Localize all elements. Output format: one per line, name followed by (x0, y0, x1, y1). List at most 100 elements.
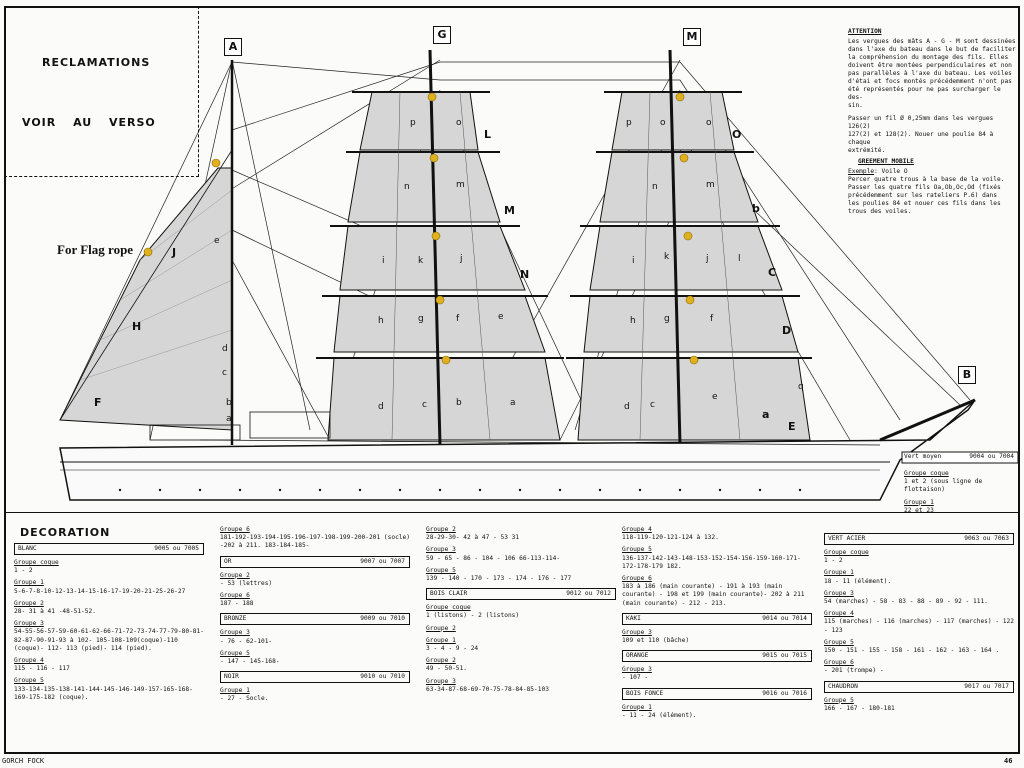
sail-letter: g (664, 314, 670, 324)
group-values: - 53 (lettres) (220, 579, 273, 587)
group-label: Groupe 3 (426, 546, 456, 554)
group-label: Groupe 3 (622, 666, 652, 674)
attention-line: extrémité. (848, 147, 886, 154)
attention-line: trous des voiles. (848, 208, 912, 215)
group-values: 18 - 11 (élément). (824, 577, 892, 585)
group-values: 28- 31 à 41 -48-51-52. (14, 608, 96, 616)
group-values: 115 - 116 - 117 (14, 665, 70, 673)
sail-letter: c (422, 400, 427, 410)
sail-letter: q (798, 382, 804, 392)
group-values: - 201 (trompe) - (824, 667, 884, 675)
sail-letter: c (650, 400, 655, 410)
group-label: Groupe 2 (426, 624, 456, 632)
sail-letter: o (706, 118, 712, 128)
paint-color-code: 9015 ou 7015 (762, 652, 807, 660)
group-values: - 27 - Socle. (220, 695, 269, 703)
reclamations-subtitle: VOIR AU VERSO (22, 116, 156, 129)
sail-letter: h (630, 316, 636, 326)
sail-letter: E (788, 420, 796, 433)
group-values: 1 - 2 (824, 557, 843, 565)
sail-letter: n (652, 182, 658, 192)
group-label: Groupe 1 (426, 636, 456, 644)
group-values: 54 (marches) - 58 - 83 - 88 - 89 - 92 - … (824, 598, 988, 606)
sail-letter: N (520, 268, 530, 281)
group-label: Groupe 2 (426, 526, 456, 533)
attention-line: Percer quatre trous à la base de la voil… (848, 176, 1005, 183)
group-values: - 76 - 62-101- (220, 637, 273, 645)
hull-label-code: 9004 ou 7004 (969, 453, 1014, 460)
group-label: Groupe 4 (824, 610, 854, 618)
reclamations-box (4, 6, 199, 177)
sail-letter: a (762, 408, 770, 421)
paint-color-code: 9009 ou 7010 (360, 615, 405, 623)
sail-letter: j (460, 254, 463, 264)
paint-color-name: BRONZE (224, 615, 247, 623)
group-label: Groupe 1 (824, 569, 854, 577)
sail-letter: a (226, 414, 232, 424)
attention-line: été représentés pour ne pas surcharger l… (848, 86, 1001, 101)
group-values: 115 (marches) - 116 (marches) - 117 (mar… (824, 618, 1014, 634)
group-label: Groupe 4 (622, 526, 652, 533)
attention-title: ATTENTION (848, 28, 882, 35)
attention-line: sin. (848, 102, 863, 109)
sail-letter: f (710, 314, 714, 324)
mast-label-g: G (433, 26, 451, 44)
group-values: 136-137-142-143-148-153-152-154-156-159-… (622, 554, 801, 570)
mast-g (428, 49, 442, 446)
paint-color-name: CHAUDRON (828, 682, 858, 690)
paint-color-name: BOIS FONCE (626, 689, 664, 697)
group-label: Groupe 3 (622, 628, 652, 636)
group-values: - 107 - (622, 674, 649, 682)
group-values: 139 - 140 - 170 - 173 - 174 - 176 - 177 (426, 575, 572, 583)
mast-m (668, 49, 682, 446)
group-label: Groupe 3 (824, 589, 854, 597)
attention-note: ATTENTION Les vergues des mâts A - G - M… (848, 28, 1016, 216)
sail-letter: k (664, 252, 670, 262)
sail-letter: d (624, 402, 630, 412)
sail-letter: h (378, 316, 384, 326)
attention-line: précédemment sur les rateliers P.6) dans (848, 192, 998, 199)
sail-letter: b (456, 398, 462, 408)
attention-line: 127(2) et 128(2). Nouer une poulie 84 à … (848, 131, 994, 146)
group-label: Groupe 5 (824, 638, 854, 646)
group-values: 166 - 167 - 180-181 (824, 704, 895, 712)
flag-rope-label: For Flag rope (57, 242, 134, 257)
sail-letter: F (94, 396, 102, 409)
group-label: Groupe 3 (426, 677, 456, 685)
sail-letter: O (732, 128, 742, 141)
group-label: Groupe 4 (14, 657, 44, 665)
group-label: Groupe 6 (622, 575, 652, 583)
attention-line: pas parallèles à l'axe du bateau. Les vo… (848, 70, 1012, 77)
group-values: 3 - 4 - 9 - 24 (426, 645, 479, 653)
footer-left: GORCH FOCK (2, 757, 45, 765)
attention-line: doivent être montées perpendiculaires et… (848, 62, 1012, 69)
group-label: Groupe 1 (14, 579, 44, 587)
group-values: 187 - 188 (220, 600, 254, 608)
mast-g-sails (327, 91, 561, 441)
sail-letter: e (498, 312, 504, 322)
example-label: Exemple (848, 168, 875, 175)
group-label: Groupe 1 (904, 498, 934, 506)
pulley-markers (143, 92, 699, 365)
paint-color-code: 9012 ou 7012 (566, 590, 611, 598)
attention-line: Passer les quatre fils Oa,Ob,Oc,Od (fixé… (848, 184, 1001, 191)
group-values: 150 - 151 - 155 - 158 - 161 - 162 - 163 … (824, 647, 1000, 655)
group-values: 1 - 2 (14, 567, 33, 575)
group-values: 181-192-193-194-195-196-197-198-199-200-… (220, 534, 410, 550)
group-values: 133-134-135-138-141-144-145-146-149-157-… (14, 685, 193, 701)
sail-letter: m (706, 180, 715, 190)
group-values: - 147 - 145-168- (220, 658, 280, 666)
paint-color-code: 9014 ou 7014 (762, 614, 807, 622)
mast-label-a: A (224, 38, 242, 56)
paint-color-name: NOIR (224, 673, 239, 681)
sail-letter: j (706, 254, 709, 264)
